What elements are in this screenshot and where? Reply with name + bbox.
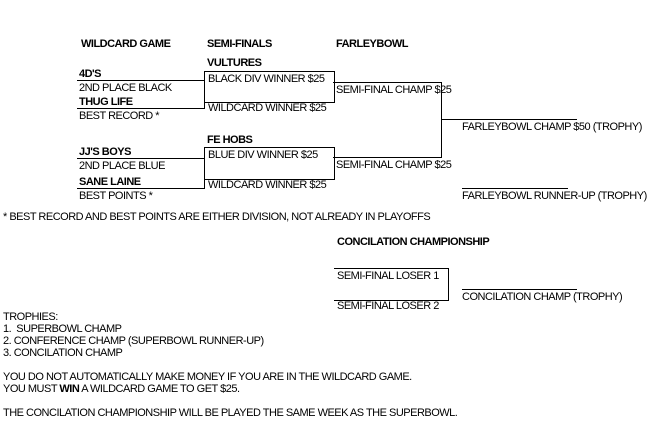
concilation-box xyxy=(334,268,449,301)
concilation-slot: SEMI-FINAL LOSER 2 xyxy=(337,300,439,312)
team-note: 2ND PLACE BLACK xyxy=(79,82,172,94)
bracket-connector xyxy=(441,82,442,158)
trophies-item: 3. CONCILATION CHAMP xyxy=(3,347,123,359)
team-name: JJ'S BOYS xyxy=(79,146,131,158)
bracket-line xyxy=(462,188,568,189)
semifinal-box xyxy=(204,147,335,180)
semifinal-winner-label: SEMI-FINAL CHAMP $25 xyxy=(336,159,452,171)
footnote: * BEST RECORD AND BEST POINTS ARE EITHER… xyxy=(3,211,431,223)
team-name: 4D'S xyxy=(79,68,102,80)
note-wildcard-win-bold: WIN xyxy=(59,383,80,395)
matchup-name: VULTURES xyxy=(207,57,262,69)
bracket-line xyxy=(333,82,441,83)
semifinal-box xyxy=(204,71,335,103)
team-note: BEST POINTS * xyxy=(79,190,153,202)
bracket-line xyxy=(77,188,204,189)
note-wildcard-money: YOU DO NOT AUTOMATICALLY MAKE MONEY IF Y… xyxy=(3,371,412,383)
bracket-line xyxy=(77,108,204,109)
concilation-winner-label: CONCILATION CHAMP (TROPHY) xyxy=(462,291,623,303)
trophies-item: 2. CONFERENCE CHAMP (SUPERBOWL RUNNER-UP… xyxy=(3,335,264,347)
semifinal-slot: BLUE DIV WINNER $25 xyxy=(208,149,318,161)
header-farleybowl: FARLEYBOWL xyxy=(336,38,409,50)
bracket-line xyxy=(462,289,577,290)
semifinal-slot: BLACK DIV WINNER $25 xyxy=(208,73,325,85)
team-name: THUG LIFE xyxy=(79,96,133,108)
note-concilation-week: THE CONCILATION CHAMPIONSHIP WILL BE PLA… xyxy=(3,407,458,419)
team-note: 2ND PLACE BLUE xyxy=(79,160,165,172)
trophies-item: 1. SUPERBOWL CHAMP xyxy=(3,323,122,335)
header-concilation-championship: CONCILATION CHAMPIONSHIP xyxy=(337,236,490,248)
concilation-slot: SEMI-FINAL LOSER 1 xyxy=(337,270,439,282)
matchup-name: FE HOBS xyxy=(207,134,253,146)
trophies-heading: TROPHIES: xyxy=(3,311,58,323)
header-wildcard-game: WILDCARD GAME xyxy=(81,38,171,50)
note-wildcard-win-suffix: A WILDCARD GAME TO GET $25. xyxy=(79,383,240,395)
note-wildcard-win: YOU MUST WIN A WILDCARD GAME TO GET $25. xyxy=(3,384,240,395)
team-name: SANE LAINE xyxy=(79,176,141,188)
bracket-line xyxy=(77,80,204,81)
bracket-line xyxy=(333,157,441,158)
final-runner-up-label: FARLEYBOWL RUNNER-UP (TROPHY) xyxy=(462,190,647,202)
semifinal-slot: WILDCARD WINNER $25 xyxy=(208,102,327,114)
semifinal-winner-label: SEMI-FINAL CHAMP $25 xyxy=(336,84,452,96)
team-note: BEST RECORD * xyxy=(79,110,160,122)
header-semi-finals: SEMI-FINALS xyxy=(207,38,272,50)
semifinal-slot: WILDCARD WINNER $25 xyxy=(208,179,327,191)
final-champ-label: FARLEYBOWL CHAMP $50 (TROPHY) xyxy=(462,121,642,133)
note-wildcard-win-prefix: YOU MUST xyxy=(3,383,60,395)
bracket-line xyxy=(441,119,577,120)
bracket-line xyxy=(77,158,204,159)
